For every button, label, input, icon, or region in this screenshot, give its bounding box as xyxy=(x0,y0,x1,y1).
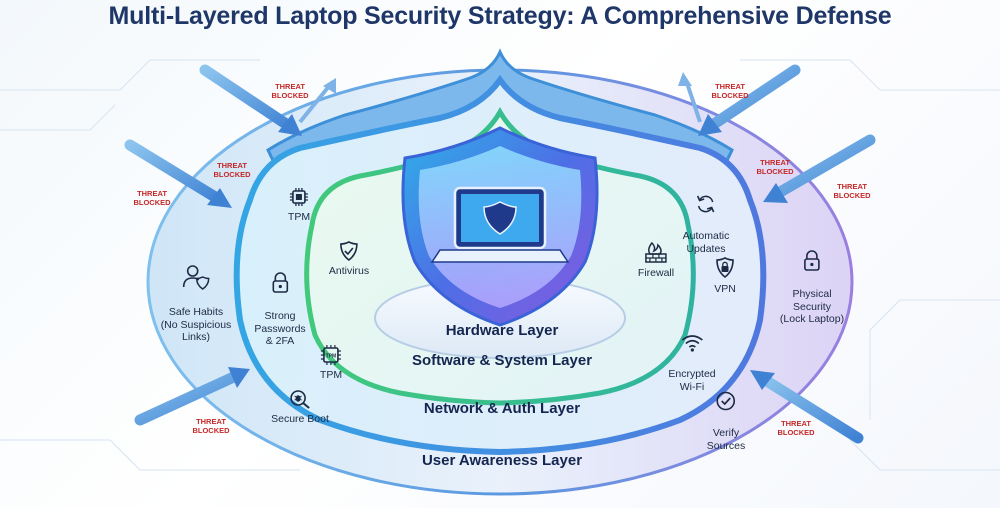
network-layer-label: Network & Auth Layer xyxy=(423,400,581,417)
page-title: Multi-Layered Laptop Security Strategy: … xyxy=(108,2,892,30)
padlock-icon xyxy=(272,271,288,293)
tpm-chip-text: TPM xyxy=(326,354,337,360)
circuit-background xyxy=(0,59,1000,471)
encrypted-wifi-item: Encrypted Wi-Fi xyxy=(668,320,716,393)
tpm-bottom-label: TPM xyxy=(319,369,343,381)
user-shield-icon xyxy=(183,264,210,290)
threat-blocked-label-4: THREAT BLOCKED xyxy=(192,417,230,435)
tpm-top-item: TPM xyxy=(288,186,310,224)
threat-blocked-label-3: THREAT BLOCKED xyxy=(133,189,171,207)
strong-passwords-item: Strong Passwords & 2FA xyxy=(254,258,306,348)
verify-sources-item: Verify Sources xyxy=(706,377,746,452)
shield-check-icon xyxy=(340,241,358,262)
tpm-bottom-item: TPM TPM xyxy=(320,344,342,382)
encrypted-wifi-label: Encrypted Wi-Fi xyxy=(668,368,716,393)
physical-security-item: Physical Security (Lock Laptop) xyxy=(780,236,844,326)
refresh-icon xyxy=(697,195,715,212)
firewall-label: Firewall xyxy=(637,267,675,279)
threat-blocked-label-5: THREAT BLOCKED xyxy=(711,82,749,100)
tpm-top-label: TPM xyxy=(287,211,311,223)
threat-arrow-right-upper xyxy=(763,134,876,203)
vpn-label: VPN xyxy=(714,283,736,295)
hardware-layer-label: Hardware Layer xyxy=(445,322,559,339)
threat-blocked-label-6: THREAT BLOCKED xyxy=(756,158,794,176)
strong-passwords-label: Strong Passwords & 2FA xyxy=(254,310,306,347)
software-layer-label: Software & System Layer xyxy=(411,352,593,369)
antivirus-item: Antivirus xyxy=(329,240,369,278)
threat-arrow-right-lower xyxy=(750,370,864,444)
threat-arrow-left-upper xyxy=(124,139,232,208)
shield-lock-icon xyxy=(716,257,734,279)
threat-arrow-left-lower xyxy=(134,367,250,426)
automatic-updates-label: Automatic Updates xyxy=(682,230,730,255)
firewall-item: Firewall xyxy=(638,240,674,280)
secure-boot-label: Secure Boot xyxy=(271,413,329,425)
threat-blocked-label-2: THREAT BLOCKED xyxy=(213,161,251,179)
automatic-updates-item: Automatic Updates xyxy=(682,180,730,255)
laptop-icon xyxy=(430,186,570,263)
lock-icon xyxy=(804,249,820,271)
firewall-icon xyxy=(645,241,667,263)
safe-habits-label: Safe Habits (No Suspicious Links) xyxy=(160,306,232,343)
threat-arrow-top-left xyxy=(199,64,336,136)
bug-search-icon xyxy=(290,390,310,409)
threat-blocked-label-8: THREAT BLOCKED xyxy=(777,419,815,437)
safe-habits-item: Safe Habits (No Suspicious Links) xyxy=(160,250,232,344)
vpn-item: VPN xyxy=(714,256,736,296)
secure-boot-item: Secure Boot xyxy=(271,388,329,426)
verify-sources-label: Verify Sources xyxy=(706,427,746,452)
physical-security-label: Physical Security (Lock Laptop) xyxy=(779,288,845,325)
threat-blocked-label-1: THREAT BLOCKED xyxy=(271,82,309,100)
tpm-chip-icon: TPM xyxy=(320,345,341,365)
threat-arrows xyxy=(124,64,876,444)
antivirus-label: Antivirus xyxy=(328,265,370,277)
wifi-icon xyxy=(681,334,703,352)
user-awareness-layer-label: User Awareness Layer xyxy=(421,452,583,469)
chip-icon xyxy=(289,188,308,206)
check-circle-icon xyxy=(716,391,736,410)
threat-blocked-label-7: THREAT BLOCKED xyxy=(833,182,871,200)
threat-arrow-top-right xyxy=(678,64,801,136)
